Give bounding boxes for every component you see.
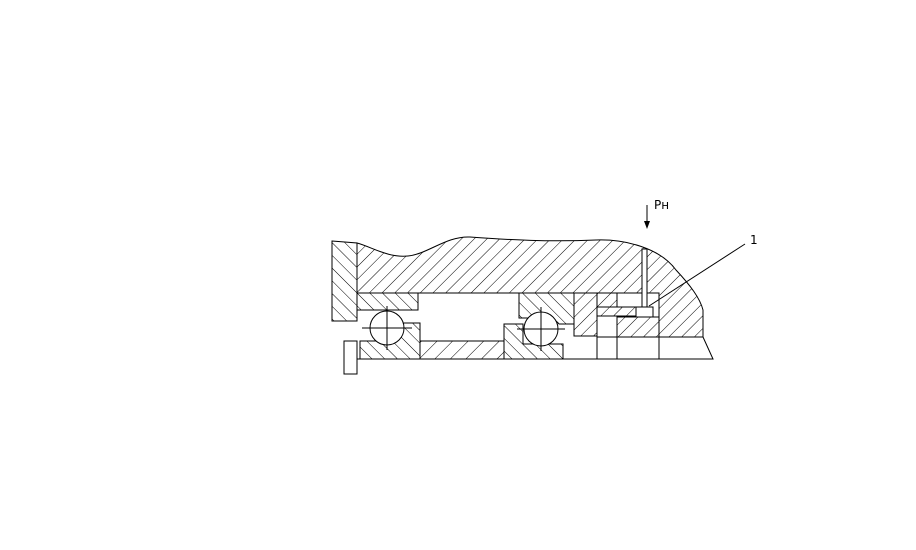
shaft-outline: [357, 336, 714, 360]
housing-body: [356, 236, 704, 338]
callout-number: 1: [750, 233, 758, 247]
seal-tab: [616, 292, 643, 308]
pin: [641, 248, 648, 308]
callout-part-1: [635, 306, 654, 318]
cup-body: [616, 316, 660, 338]
seal-strip: [596, 306, 637, 317]
callout-leader: [648, 243, 746, 307]
seal-upper: [596, 292, 618, 308]
end-cover: [331, 240, 358, 322]
right-ball: [517, 307, 565, 351]
left-ball: [362, 306, 412, 350]
load-arrow: [644, 205, 650, 229]
spacer-ring: [573, 292, 598, 337]
spacer-sleeve: [419, 340, 505, 360]
shaft-nut: [343, 340, 358, 375]
load-label: Pн: [654, 198, 669, 212]
